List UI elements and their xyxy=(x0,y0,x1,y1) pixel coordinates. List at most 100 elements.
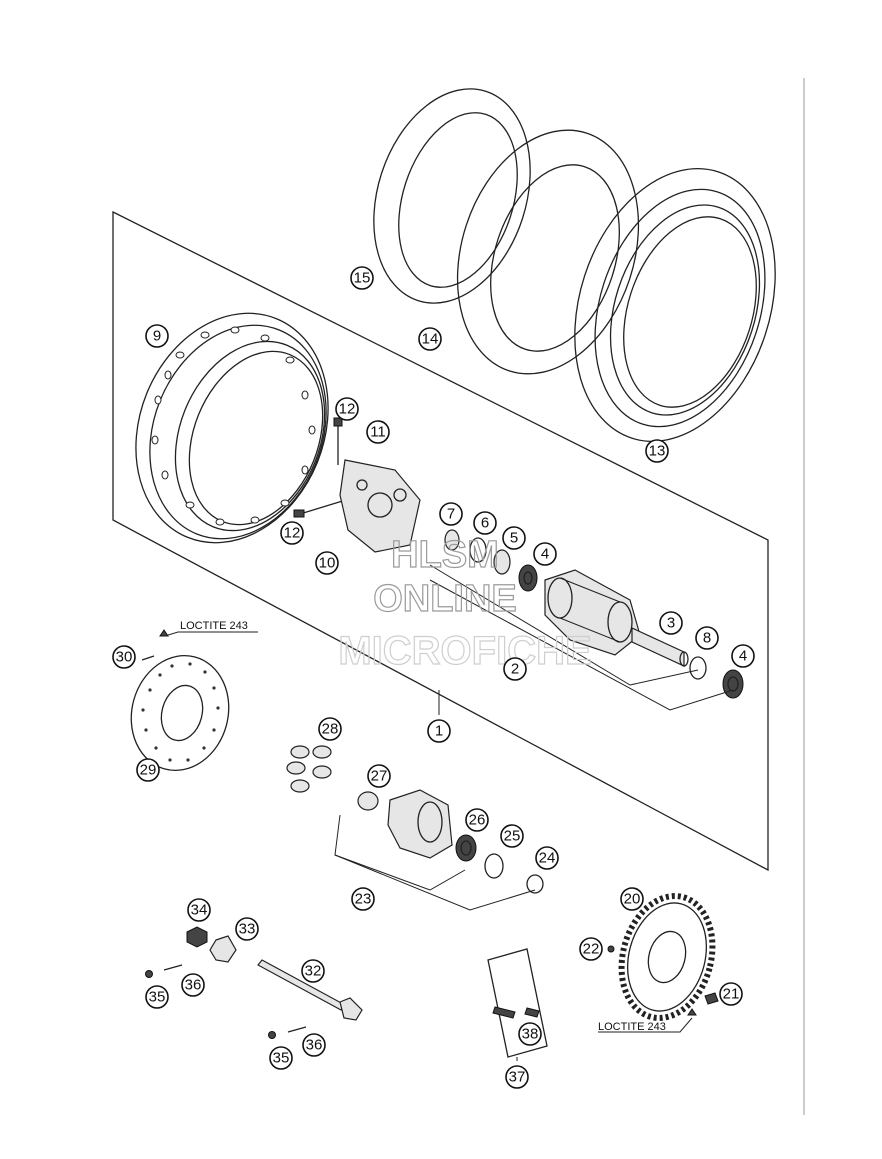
callout-c36b: 36 xyxy=(302,1033,326,1057)
brake-disc-part xyxy=(130,654,230,772)
callout-c26: 26 xyxy=(465,808,489,832)
callout-label: 12 xyxy=(339,401,356,418)
callout-circle xyxy=(350,266,374,290)
callout-c33: 33 xyxy=(235,917,259,941)
callout-label: 21 xyxy=(723,986,740,1003)
callout-circle xyxy=(145,985,169,1009)
callout-label: 10 xyxy=(319,555,336,572)
callout-c13: 13 xyxy=(645,439,669,463)
callout-label: 35 xyxy=(149,989,166,1006)
callout-c35b: 35 xyxy=(269,1046,293,1070)
callout-circle xyxy=(351,887,375,911)
callout-c27: 27 xyxy=(367,764,391,788)
callout-label: 4 xyxy=(541,546,549,563)
callout-label: 36 xyxy=(306,1037,323,1054)
bearing-seals-group xyxy=(444,529,744,699)
callout-c14: 14 xyxy=(418,327,442,351)
wheel-assembly-frame xyxy=(112,210,769,872)
callout-label: 34 xyxy=(191,902,208,919)
chain-link-part xyxy=(487,948,548,1061)
sprocket-carrier-part xyxy=(334,789,544,911)
callout-circle xyxy=(579,937,603,961)
callout-c8: 8 xyxy=(695,626,719,650)
svg-text:HLSM: HLSM xyxy=(391,534,499,576)
loctite-note-top: LOCTITE 243 xyxy=(180,620,248,632)
callout-circle xyxy=(335,397,359,421)
callout-label: 3 xyxy=(667,615,675,632)
callout-c9: 9 xyxy=(145,324,169,348)
svg-text:ONLINE: ONLINE xyxy=(373,578,517,620)
callout-c10: 10 xyxy=(315,551,339,575)
callout-c3: 3 xyxy=(659,611,683,635)
callout-circle xyxy=(418,327,442,351)
callout-c4b: 4 xyxy=(731,644,755,668)
callout-circle xyxy=(301,959,325,983)
callout-c22: 22 xyxy=(579,937,603,961)
callout-c15: 15 xyxy=(350,266,374,290)
callout-circle xyxy=(620,887,644,911)
callout-c4a: 4 xyxy=(533,542,557,566)
watermark: HLSM ONLINE MICROFICHE xyxy=(338,533,593,673)
callout-circle xyxy=(318,717,342,741)
callout-label: 8 xyxy=(703,630,711,647)
callout-c34: 34 xyxy=(187,898,211,922)
callout-circle xyxy=(503,657,527,681)
callout-label: 1 xyxy=(435,723,443,740)
callout-label: 12 xyxy=(284,525,301,542)
callout-circle xyxy=(269,1046,293,1070)
callout-group: 1234456789101112121314152021222324252627… xyxy=(112,266,755,1089)
callout-c37: 37 xyxy=(505,1065,529,1089)
callout-circle xyxy=(695,626,719,650)
callout-c12a: 12 xyxy=(335,397,359,421)
callout-c30: 30 xyxy=(112,645,136,669)
loctite-note-bottom: LOCTITE 243 xyxy=(598,1021,666,1033)
callout-circle xyxy=(315,551,339,575)
damper-rubbers-part xyxy=(286,745,332,793)
callout-c21: 21 xyxy=(719,982,743,1006)
callout-c28: 28 xyxy=(318,717,342,741)
callout-circle xyxy=(518,1022,542,1046)
callout-circle xyxy=(136,758,160,782)
callout-circle xyxy=(465,808,489,832)
hub-part xyxy=(544,569,641,656)
callout-c7: 7 xyxy=(439,502,463,526)
callout-c20: 20 xyxy=(620,887,644,911)
callout-label: 14 xyxy=(422,331,439,348)
callout-circle xyxy=(719,982,743,1006)
callout-label: 13 xyxy=(649,443,666,460)
callout-circle xyxy=(181,973,205,997)
callout-label: 28 xyxy=(322,721,339,738)
callout-label: 35 xyxy=(273,1050,290,1067)
callout-label: 22 xyxy=(583,941,600,958)
axle-parts xyxy=(145,926,363,1039)
callout-circle xyxy=(366,420,390,444)
callout-label: 2 xyxy=(511,661,519,678)
callout-circle xyxy=(473,511,497,535)
hub-leaders xyxy=(429,564,734,715)
callout-label: 25 xyxy=(504,828,521,845)
callout-label: 7 xyxy=(447,506,455,523)
callout-label: 32 xyxy=(305,963,322,980)
callout-circle xyxy=(280,521,304,545)
callout-label: 24 xyxy=(539,850,556,867)
callout-c36a: 36 xyxy=(181,973,205,997)
callout-c6: 6 xyxy=(473,511,497,535)
svg-text:MICROFICHE: MICROFICHE xyxy=(338,629,591,673)
callout-c29: 29 xyxy=(136,758,160,782)
callout-label: 11 xyxy=(370,424,386,441)
hub-body-left xyxy=(339,459,421,553)
callout-circle xyxy=(731,644,755,668)
callout-label: 27 xyxy=(371,768,388,785)
callout-circle xyxy=(505,1065,529,1089)
callout-circle xyxy=(502,526,526,550)
callout-label: 20 xyxy=(624,891,641,908)
callout-label: 4 xyxy=(739,648,747,665)
callout-circle xyxy=(427,719,451,743)
sprocket-part xyxy=(598,893,719,1033)
callout-label: 37 xyxy=(509,1069,526,1086)
callout-label: 6 xyxy=(481,515,489,532)
callout-circle xyxy=(645,439,669,463)
callout-c25: 25 xyxy=(500,824,524,848)
callout-c1: 1 xyxy=(427,719,451,743)
